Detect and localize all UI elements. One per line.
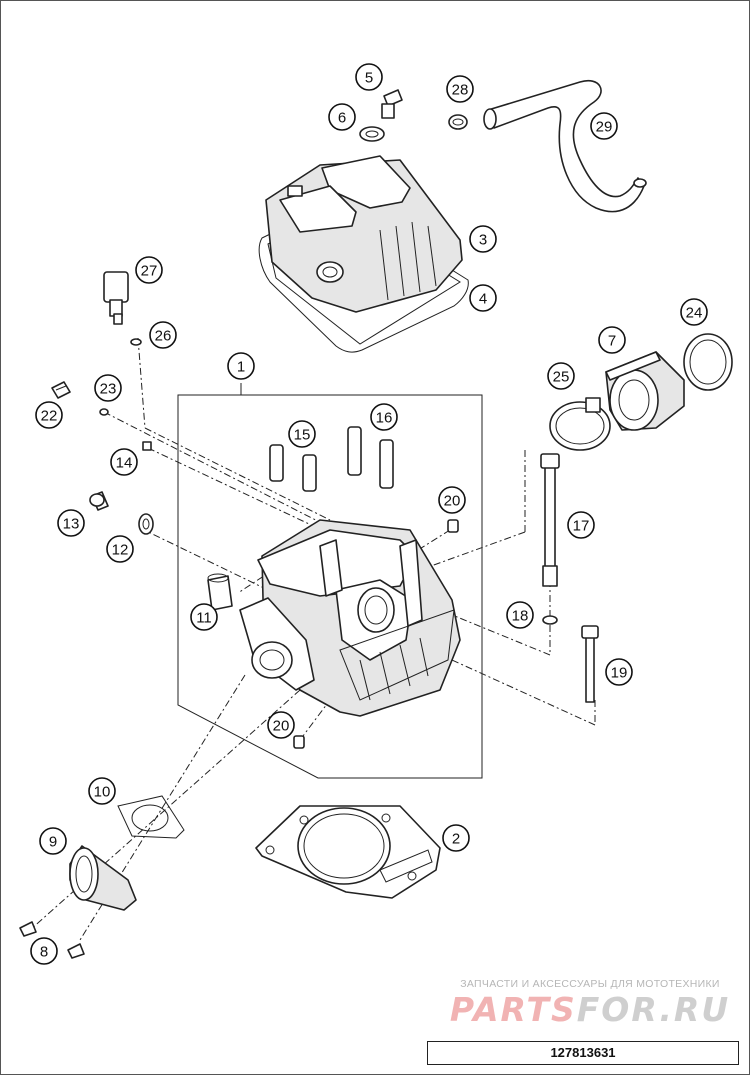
svg-text:26: 26 bbox=[155, 328, 172, 345]
svg-text:27: 27 bbox=[141, 263, 158, 280]
dowel-sleeve bbox=[207, 573, 233, 611]
callout-24: 24 bbox=[680, 298, 708, 326]
svg-text:28: 28 bbox=[452, 82, 469, 99]
svg-text:24: 24 bbox=[686, 305, 703, 322]
intake-screws bbox=[19, 921, 85, 959]
watermark-logo-parts: PARTS bbox=[449, 990, 577, 1029]
svg-text:22: 22 bbox=[41, 408, 58, 425]
svg-text:25: 25 bbox=[553, 369, 570, 386]
cylinder-head bbox=[239, 519, 461, 717]
svg-text:18: 18 bbox=[512, 608, 529, 625]
svg-text:29: 29 bbox=[596, 119, 613, 136]
svg-text:7: 7 bbox=[608, 333, 616, 350]
callout-5: 5 bbox=[355, 63, 383, 91]
svg-text:3: 3 bbox=[479, 232, 487, 249]
callout-11: 11 bbox=[190, 603, 218, 631]
callout-25: 25 bbox=[547, 362, 575, 390]
callout-4: 4 bbox=[469, 284, 497, 312]
watermark-logo-domain: FOR.RU bbox=[576, 990, 731, 1029]
svg-text:15: 15 bbox=[294, 427, 311, 444]
callout-20-lower: 20 bbox=[267, 711, 295, 739]
valve-guides-short bbox=[269, 444, 317, 492]
plug-seal-ring bbox=[138, 513, 154, 535]
callout-10: 10 bbox=[88, 777, 116, 805]
callout-1: 1 bbox=[227, 352, 255, 380]
svg-text:17: 17 bbox=[573, 518, 590, 535]
cylinder-head-bolt bbox=[581, 625, 599, 703]
svg-text:2: 2 bbox=[452, 831, 460, 848]
plug-top bbox=[447, 519, 459, 533]
intake-flange bbox=[605, 351, 685, 431]
svg-text:23: 23 bbox=[100, 381, 117, 398]
callout-15: 15 bbox=[288, 420, 316, 448]
svg-text:1: 1 bbox=[237, 359, 245, 376]
callout-26: 26 bbox=[149, 321, 177, 349]
svg-text:20: 20 bbox=[444, 493, 461, 510]
watermark-tagline: ЗАПЧАСТИ И АКСЕССУАРЫ ДЛЯ МОТОТЕХНИКИ bbox=[460, 978, 720, 990]
watermark: ЗАПЧАСТИ И АКСЕССУАРЫ ДЛЯ МОТОТЕХНИКИ PA… bbox=[430, 978, 750, 1029]
callout-6: 6 bbox=[328, 103, 356, 131]
callout-2: 2 bbox=[442, 824, 470, 852]
callout-28: 28 bbox=[446, 75, 474, 103]
svg-text:9: 9 bbox=[49, 834, 57, 851]
callout-18: 18 bbox=[506, 601, 534, 629]
intake-flange-gasket bbox=[117, 795, 185, 839]
temperature-sensor bbox=[103, 271, 129, 325]
callout-23: 23 bbox=[94, 374, 122, 402]
screw-plug bbox=[89, 491, 109, 511]
plug-bottom bbox=[293, 735, 305, 749]
intake-hose-clamp bbox=[549, 397, 611, 451]
callout-14: 14 bbox=[110, 448, 138, 476]
plug-screw bbox=[381, 89, 403, 119]
watermark-logo: PARTSFOR.RU bbox=[430, 991, 750, 1029]
banjo-bolt bbox=[51, 381, 71, 399]
callout-7: 7 bbox=[598, 326, 626, 354]
callout-9: 9 bbox=[39, 827, 67, 855]
svg-text:8: 8 bbox=[40, 944, 48, 961]
svg-text:10: 10 bbox=[94, 784, 111, 801]
callout-13: 13 bbox=[57, 509, 85, 537]
vent-hose bbox=[483, 79, 647, 213]
long-stud-bolt bbox=[540, 453, 560, 587]
valve-guides-long bbox=[347, 426, 394, 489]
callout-22: 22 bbox=[35, 401, 63, 429]
svg-text:19: 19 bbox=[611, 665, 628, 682]
svg-text:11: 11 bbox=[196, 610, 212, 627]
svg-text:12: 12 bbox=[112, 542, 129, 559]
short-screw bbox=[142, 441, 152, 451]
drawing-number-box: 127813631 bbox=[427, 1041, 739, 1065]
small-hose-clamp bbox=[448, 114, 468, 130]
callout-17: 17 bbox=[567, 511, 595, 539]
callout-8: 8 bbox=[30, 937, 58, 965]
small-screw bbox=[99, 408, 109, 416]
svg-text:13: 13 bbox=[63, 516, 80, 533]
svg-text:14: 14 bbox=[116, 455, 133, 472]
callout-16: 16 bbox=[370, 403, 398, 431]
callout-29: 29 bbox=[590, 112, 618, 140]
valve-cover bbox=[265, 155, 463, 313]
svg-text:20: 20 bbox=[273, 718, 290, 735]
svg-text:4: 4 bbox=[479, 291, 487, 308]
seal-ring bbox=[359, 126, 385, 142]
svg-text:16: 16 bbox=[376, 410, 393, 427]
cylinder-head-gasket bbox=[255, 805, 441, 899]
stud-washer bbox=[542, 615, 558, 625]
assembly-bracket bbox=[177, 383, 483, 779]
callout-19: 19 bbox=[605, 658, 633, 686]
svg-text:5: 5 bbox=[365, 70, 373, 87]
callout-20-upper: 20 bbox=[438, 486, 466, 514]
sensor-washer bbox=[130, 338, 142, 346]
callout-3: 3 bbox=[469, 225, 497, 253]
intake-manifold bbox=[69, 845, 137, 911]
callout-27: 27 bbox=[135, 256, 163, 284]
svg-text:6: 6 bbox=[338, 110, 346, 127]
large-hose-clamp bbox=[683, 333, 733, 391]
callout-12: 12 bbox=[106, 535, 134, 563]
